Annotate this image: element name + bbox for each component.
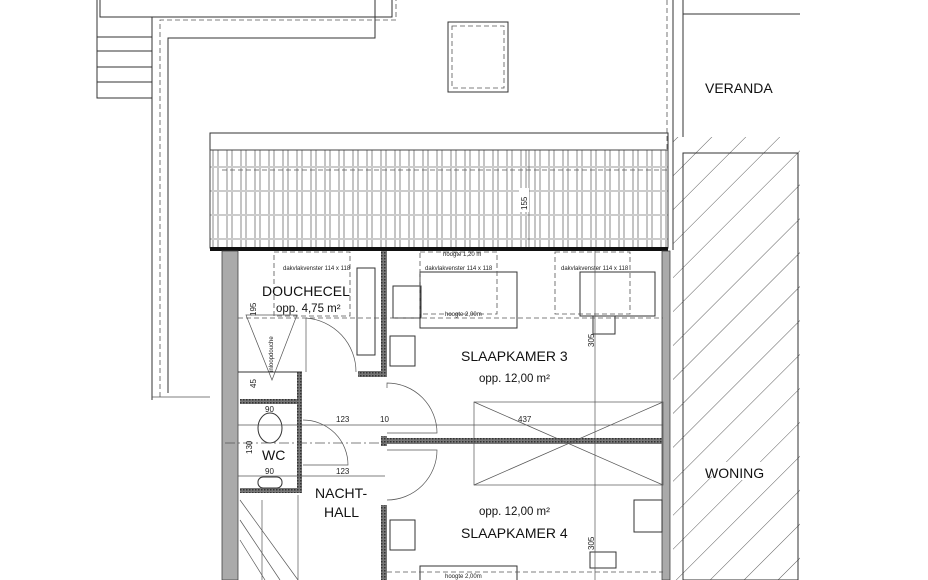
room-label-slaapkamer4: SLAAPKAMER 4 [461, 525, 568, 541]
label-height-120: hoogte 1,20 m [443, 252, 481, 258]
label-height-200-top: hoogte 2,00m [445, 312, 482, 318]
wardrobe [356, 267, 376, 356]
dim-45: 45 [249, 379, 258, 388]
roof-tiles [209, 149, 669, 249]
toilet-icon [257, 412, 283, 444]
label-skylight-2: dakvlakvenster 114 x 118 [425, 266, 493, 272]
dim-90-top: 90 [265, 405, 274, 414]
bed-slaapkamer3 [419, 271, 518, 329]
void-cross [473, 401, 664, 486]
nightstand-slaapkamer4 [389, 519, 416, 551]
shower-area [245, 314, 298, 381]
door-slaapkamer3[interactable] [386, 382, 438, 434]
room-area-slaapkamer4: opp. 12,00 m² [479, 506, 550, 518]
bed-slaapkamer4 [419, 565, 518, 580]
chair [592, 315, 616, 335]
dim-305-room3: 305 [587, 333, 596, 347]
dim-155: 155 [520, 196, 529, 210]
eave-line [210, 247, 668, 251]
dim-437: 437 [518, 415, 532, 424]
wall-wc-bottom [240, 488, 302, 493]
cabinet [389, 335, 416, 367]
label-skylight-3: dakvlakvenster 114 x 118 [561, 266, 629, 272]
wall-stub [381, 436, 387, 446]
left-wall [221, 250, 239, 580]
dim-130: 130 [245, 440, 254, 454]
room-area-slaapkamer3: opp. 12,00 m² [479, 373, 550, 385]
woning-hatch [673, 137, 800, 580]
wall-wc-right [297, 372, 302, 493]
right-wall [661, 250, 671, 580]
room-label-nachthall-1: NACHT- [315, 485, 367, 501]
dim-123-bottom: 123 [336, 467, 350, 476]
room-label-slaapkamer3: SLAAPKAMER 3 [461, 348, 568, 364]
cabinet-slaapkamer4 [633, 499, 663, 533]
room-label-veranda: VERANDA [705, 80, 773, 96]
wall-room3-room4 [387, 438, 663, 444]
woning-outline [682, 152, 799, 580]
skylight-slaapkamer3-a [419, 251, 498, 315]
wall-hall-room4 [381, 505, 387, 580]
chair-slaapkamer4 [589, 551, 617, 569]
label-height-200-bottom: hoogte 2,00m [445, 574, 482, 580]
dim-90-bottom: 90 [265, 467, 274, 476]
door-wc[interactable] [302, 419, 349, 466]
nightstand [392, 285, 422, 319]
dim-bg [519, 188, 529, 212]
wall-wc-top [240, 399, 302, 404]
door-douchecel[interactable] [305, 317, 357, 373]
dim-10: 10 [380, 415, 389, 424]
room-label-douchecel: DOUCHECEL [262, 283, 350, 299]
label-skylight-1: dakvlakvenster 114 x 118 [283, 266, 351, 272]
dim-195: 195 [249, 302, 258, 316]
skylight-inner [451, 25, 505, 89]
woning-label-bg [712, 462, 772, 480]
room-label-nachthall-2: HALL [324, 504, 359, 520]
wall-douche-hall [358, 371, 387, 377]
roof-gutter [209, 132, 669, 151]
dim-123-top: 123 [336, 415, 350, 424]
wall-douche-room3 [381, 251, 387, 377]
staircase [239, 495, 299, 580]
room-label-woning: WONING [705, 465, 764, 481]
desk-slaapkamer3 [579, 271, 656, 317]
label-inloopdouche: inloopdouche [269, 336, 275, 372]
upper-terrace [96, 0, 397, 400]
door-slaapkamer4[interactable] [386, 449, 438, 501]
skylight-slaapkamer3-b [554, 251, 631, 315]
skylight-outline [447, 21, 509, 93]
room-label-wc: WC [262, 447, 285, 463]
dim-305-room4: 305 [587, 536, 596, 550]
sink-icon [257, 476, 283, 489]
room-area-douchecel: opp. 4,75 m² [276, 303, 341, 315]
skylight-douchecel [273, 251, 351, 317]
